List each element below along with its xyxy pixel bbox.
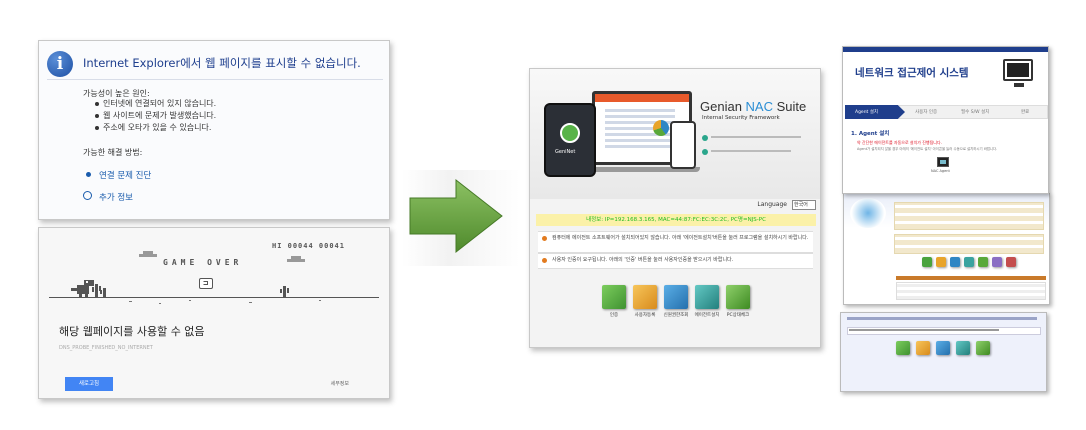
portal-screen-back: [840, 312, 1047, 392]
portal-screen-middle: [843, 193, 1050, 305]
bullet-icon: [86, 172, 91, 177]
agent-install-icon[interactable]: [937, 157, 949, 167]
product-subtitle: Internal Security Framework: [702, 115, 780, 121]
language-select[interactable]: 한국어: [792, 200, 816, 210]
auth-button[interactable]: [602, 285, 626, 309]
alert-icon: [542, 236, 547, 241]
permission-icon[interactable]: [950, 257, 960, 267]
nac-portal-window: GeniNet Genian NAC Suite Internal Securi…: [529, 68, 821, 348]
info-bar: 내정보: IP=192.168.3.165, MAC=44:87:FC:EC:3…: [536, 214, 816, 226]
bullet-icon: [95, 114, 99, 118]
dinosaur-icon: [71, 280, 94, 298]
cloud-icon: [287, 256, 305, 262]
diagnose-link[interactable]: 연결 문제 진단: [99, 171, 152, 181]
check-icon[interactable]: [976, 341, 990, 355]
extra-icon[interactable]: [992, 257, 1002, 267]
chrome-offline-window: HI 00044 00041 GAME OVER 해당 웹페이지를 사용할 수 …: [38, 227, 390, 399]
install-icon[interactable]: [956, 341, 970, 355]
nac-hero-banner: GeniNet Genian NAC Suite Internal Securi…: [530, 69, 820, 199]
cloud-icon: [139, 251, 157, 257]
register-button[interactable]: [633, 285, 657, 309]
cause-item: 인터넷에 연결되어 있지 않습니다.: [103, 99, 217, 108]
feature-line: [711, 150, 791, 152]
notice-auth: 사용자 인증이 요구됩니다. 아래의 '인증' 버튼을 눌러 사용자인증을 받으…: [538, 253, 813, 269]
warning-text: 약 간단한 에이전트를 자동으로 설치가 진행됩니다.: [857, 140, 942, 145]
monitor-icon: [1003, 59, 1033, 81]
permission-icon[interactable]: [936, 341, 950, 355]
tile-label: PC상태체크: [726, 313, 750, 318]
tile-label: 에이전트설치: [694, 313, 720, 318]
pc-check-button[interactable]: [726, 285, 750, 309]
cactus-icon: [280, 286, 289, 298]
monitor-stand: [1014, 83, 1024, 87]
section-heading: 1. Agent 설치: [851, 131, 890, 137]
step-label: 필수 S/W 설치: [961, 110, 990, 115]
check-icon[interactable]: [978, 257, 988, 267]
tile-label: 인증: [609, 313, 619, 318]
cactus-icon: [92, 284, 106, 298]
step-active: [845, 105, 905, 119]
phone-device: [670, 121, 696, 169]
notice-agent: 컴퓨터에 에이전트 소프트웨어가 설치되어있지 않습니다. 아래 '에이전트설치…: [538, 231, 813, 253]
score-text: HI 00044 00041: [271, 242, 345, 250]
game-over-text: GAME OVER: [163, 258, 243, 267]
portal-title: 네트워크 접근제어 시스템: [855, 67, 969, 79]
product-title: Genian NAC Suite: [700, 99, 807, 114]
bullet-icon: [95, 126, 99, 130]
instruction-text: Agent가 설치되지 않을 경우 아래의 '에이전트 설치' 아이콘을 눌러 …: [857, 147, 998, 151]
error-code: DNS_PROBE_FINISHED_NO_INTERNET: [59, 345, 153, 351]
check-icon: [702, 135, 708, 141]
permission-button[interactable]: [664, 285, 688, 309]
causes-heading: 가능성이 높은 원인:: [83, 89, 150, 98]
auth-icon[interactable]: [896, 341, 910, 355]
solutions-heading: 가능한 해결 방법:: [83, 148, 143, 157]
alert-icon: [542, 258, 547, 263]
laptop-base: [586, 167, 700, 172]
bullet-icon: [95, 102, 99, 106]
tablet-device: GeniNet: [544, 103, 596, 177]
dino-scene: [71, 251, 321, 304]
agent-label: NAC Agent: [931, 169, 950, 173]
logo-icon: [850, 198, 886, 228]
extra-icon[interactable]: [1006, 257, 1016, 267]
brand-label: GeniNet: [555, 149, 576, 155]
agent-install-button[interactable]: [695, 285, 719, 309]
right-arrow-icon: [409, 178, 503, 254]
notice-text: 사용자 인증이 요구됩니다. 아래의 '인증' 버튼을 눌러 사용자인증을 받으…: [552, 257, 734, 263]
more-info-link[interactable]: 추가 정보: [99, 193, 133, 203]
tile-label: 신원권한조회: [663, 313, 689, 318]
auth-icon[interactable]: [922, 257, 932, 267]
info-icon: i: [47, 51, 73, 77]
restart-icon[interactable]: [199, 278, 213, 289]
details-link[interactable]: 세부정보: [330, 381, 349, 387]
reload-button[interactable]: 새로고침: [65, 377, 113, 391]
install-icon[interactable]: [964, 257, 974, 267]
ground-line: [49, 297, 379, 298]
cause-item: 웹 사이트에 문제가 발생했습니다.: [103, 111, 217, 120]
notice-text: 컴퓨터에 에이전트 소프트웨어가 설치되어있지 않습니다. 아래 '에이전트설치…: [552, 235, 809, 241]
ie-error-window: i Internet Explorer에서 웹 페이지를 표시할 수 없습니다.…: [38, 40, 390, 220]
step-label: Agent 설치: [855, 110, 879, 115]
step-label: 사용자 인증: [915, 110, 938, 115]
portal-screen-front: 네트워크 접근제어 시스템 Agent 설치 사용자 인증 필수 S/W 설치 …: [842, 46, 1049, 194]
register-icon[interactable]: [936, 257, 946, 267]
chevron-down-icon[interactable]: [83, 191, 92, 200]
offline-message: 해당 웹페이지를 사용할 수 없음: [59, 325, 205, 338]
step-label: 완료: [1021, 110, 1030, 115]
tile-label: 사용자등록: [634, 313, 656, 318]
divider: [47, 79, 383, 80]
feature-line: [711, 136, 801, 138]
language-label: Language: [757, 201, 787, 208]
register-icon[interactable]: [916, 341, 930, 355]
check-icon: [702, 149, 708, 155]
ie-error-title: Internet Explorer에서 웹 페이지를 표시할 수 없습니다.: [83, 56, 361, 70]
cause-item: 주소에 오타가 있을 수 있습니다.: [103, 123, 212, 132]
